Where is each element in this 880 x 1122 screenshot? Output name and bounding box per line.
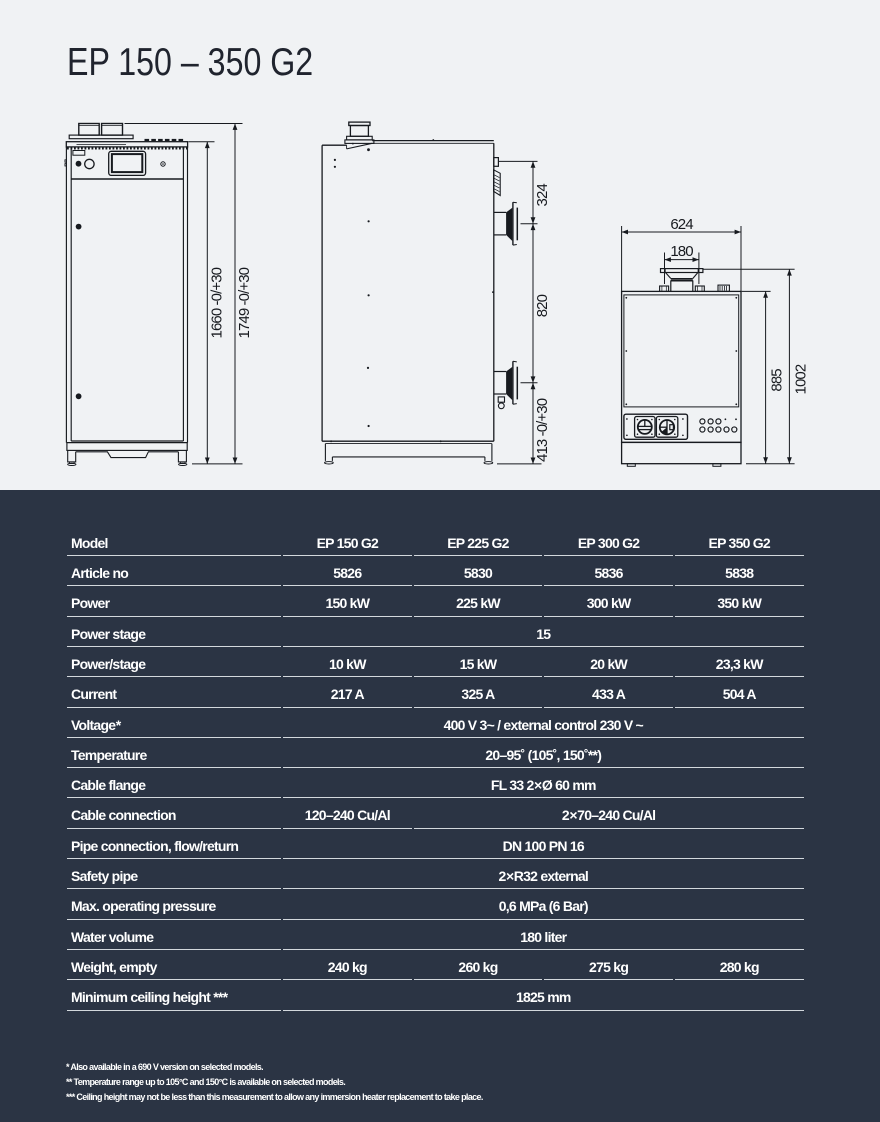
svg-text:413 -0/+30: 413 -0/+30 [534, 398, 551, 462]
svg-text:624: 624 [670, 216, 693, 233]
svg-text:1749 -0/+30: 1749 -0/+30 [236, 267, 253, 338]
svg-text:820: 820 [534, 294, 551, 317]
svg-text:180: 180 [670, 243, 693, 260]
svg-text:324: 324 [534, 184, 551, 207]
svg-text:885: 885 [768, 369, 785, 392]
svg-text:1002: 1002 [793, 364, 810, 394]
svg-text:1660 -0/+30: 1660 -0/+30 [208, 267, 225, 338]
